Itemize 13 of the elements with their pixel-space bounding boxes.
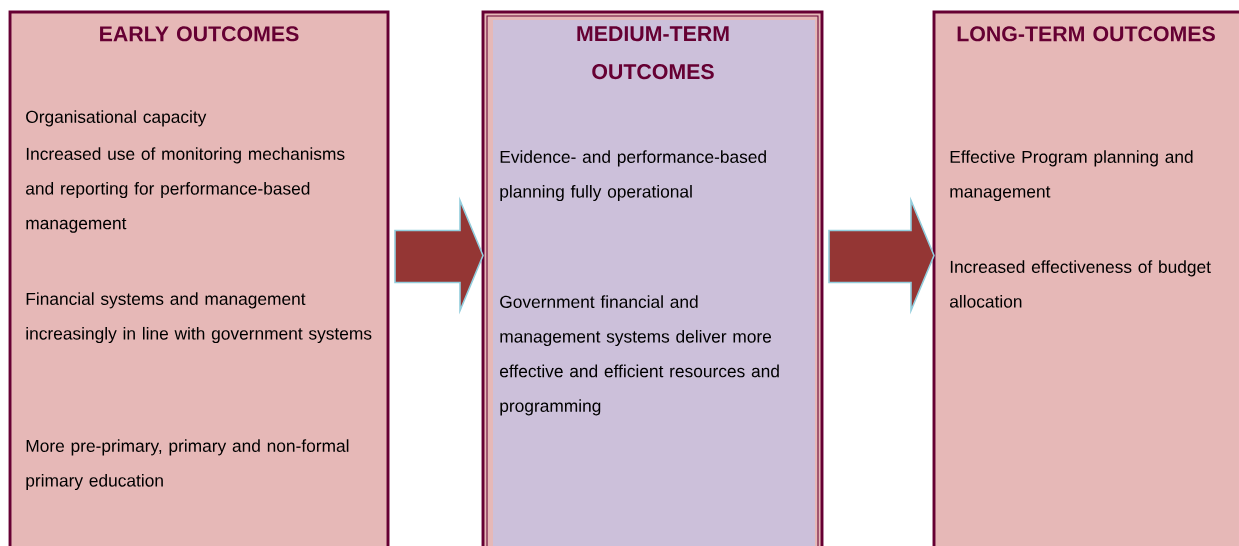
block-arrow: [828, 196, 935, 315]
outcome-text: Organisational capacity: [26, 110, 207, 127]
column-heading: MEDIUM-TERM OUTCOMES: [577, 26, 729, 80]
column-heading: LONG-TERM OUTCOMES: [957, 26, 1215, 42]
outcome-text: Effective Program planning and management: [950, 150, 1193, 202]
outcome-text: Government financial and management systems deliver more effective and efficient resources and programming: [500, 295, 779, 416]
outcome-text: Increased effectiveness of budget allocation: [950, 260, 1211, 308]
outcome-text: Increased use of monitoring mechanisms and reporting for performance-based management: [26, 147, 345, 233]
outcome-text: Evidence- and performance-based planning fully operational: [500, 150, 766, 202]
outcome-text: More pre-primary, primary and non-formal primary education: [26, 439, 349, 491]
block-arrow: [394, 196, 484, 315]
outcome-text: Financial systems and management increasingly in line with government systems: [26, 292, 372, 344]
column-heading: EARLY OUTCOMES: [100, 26, 299, 42]
